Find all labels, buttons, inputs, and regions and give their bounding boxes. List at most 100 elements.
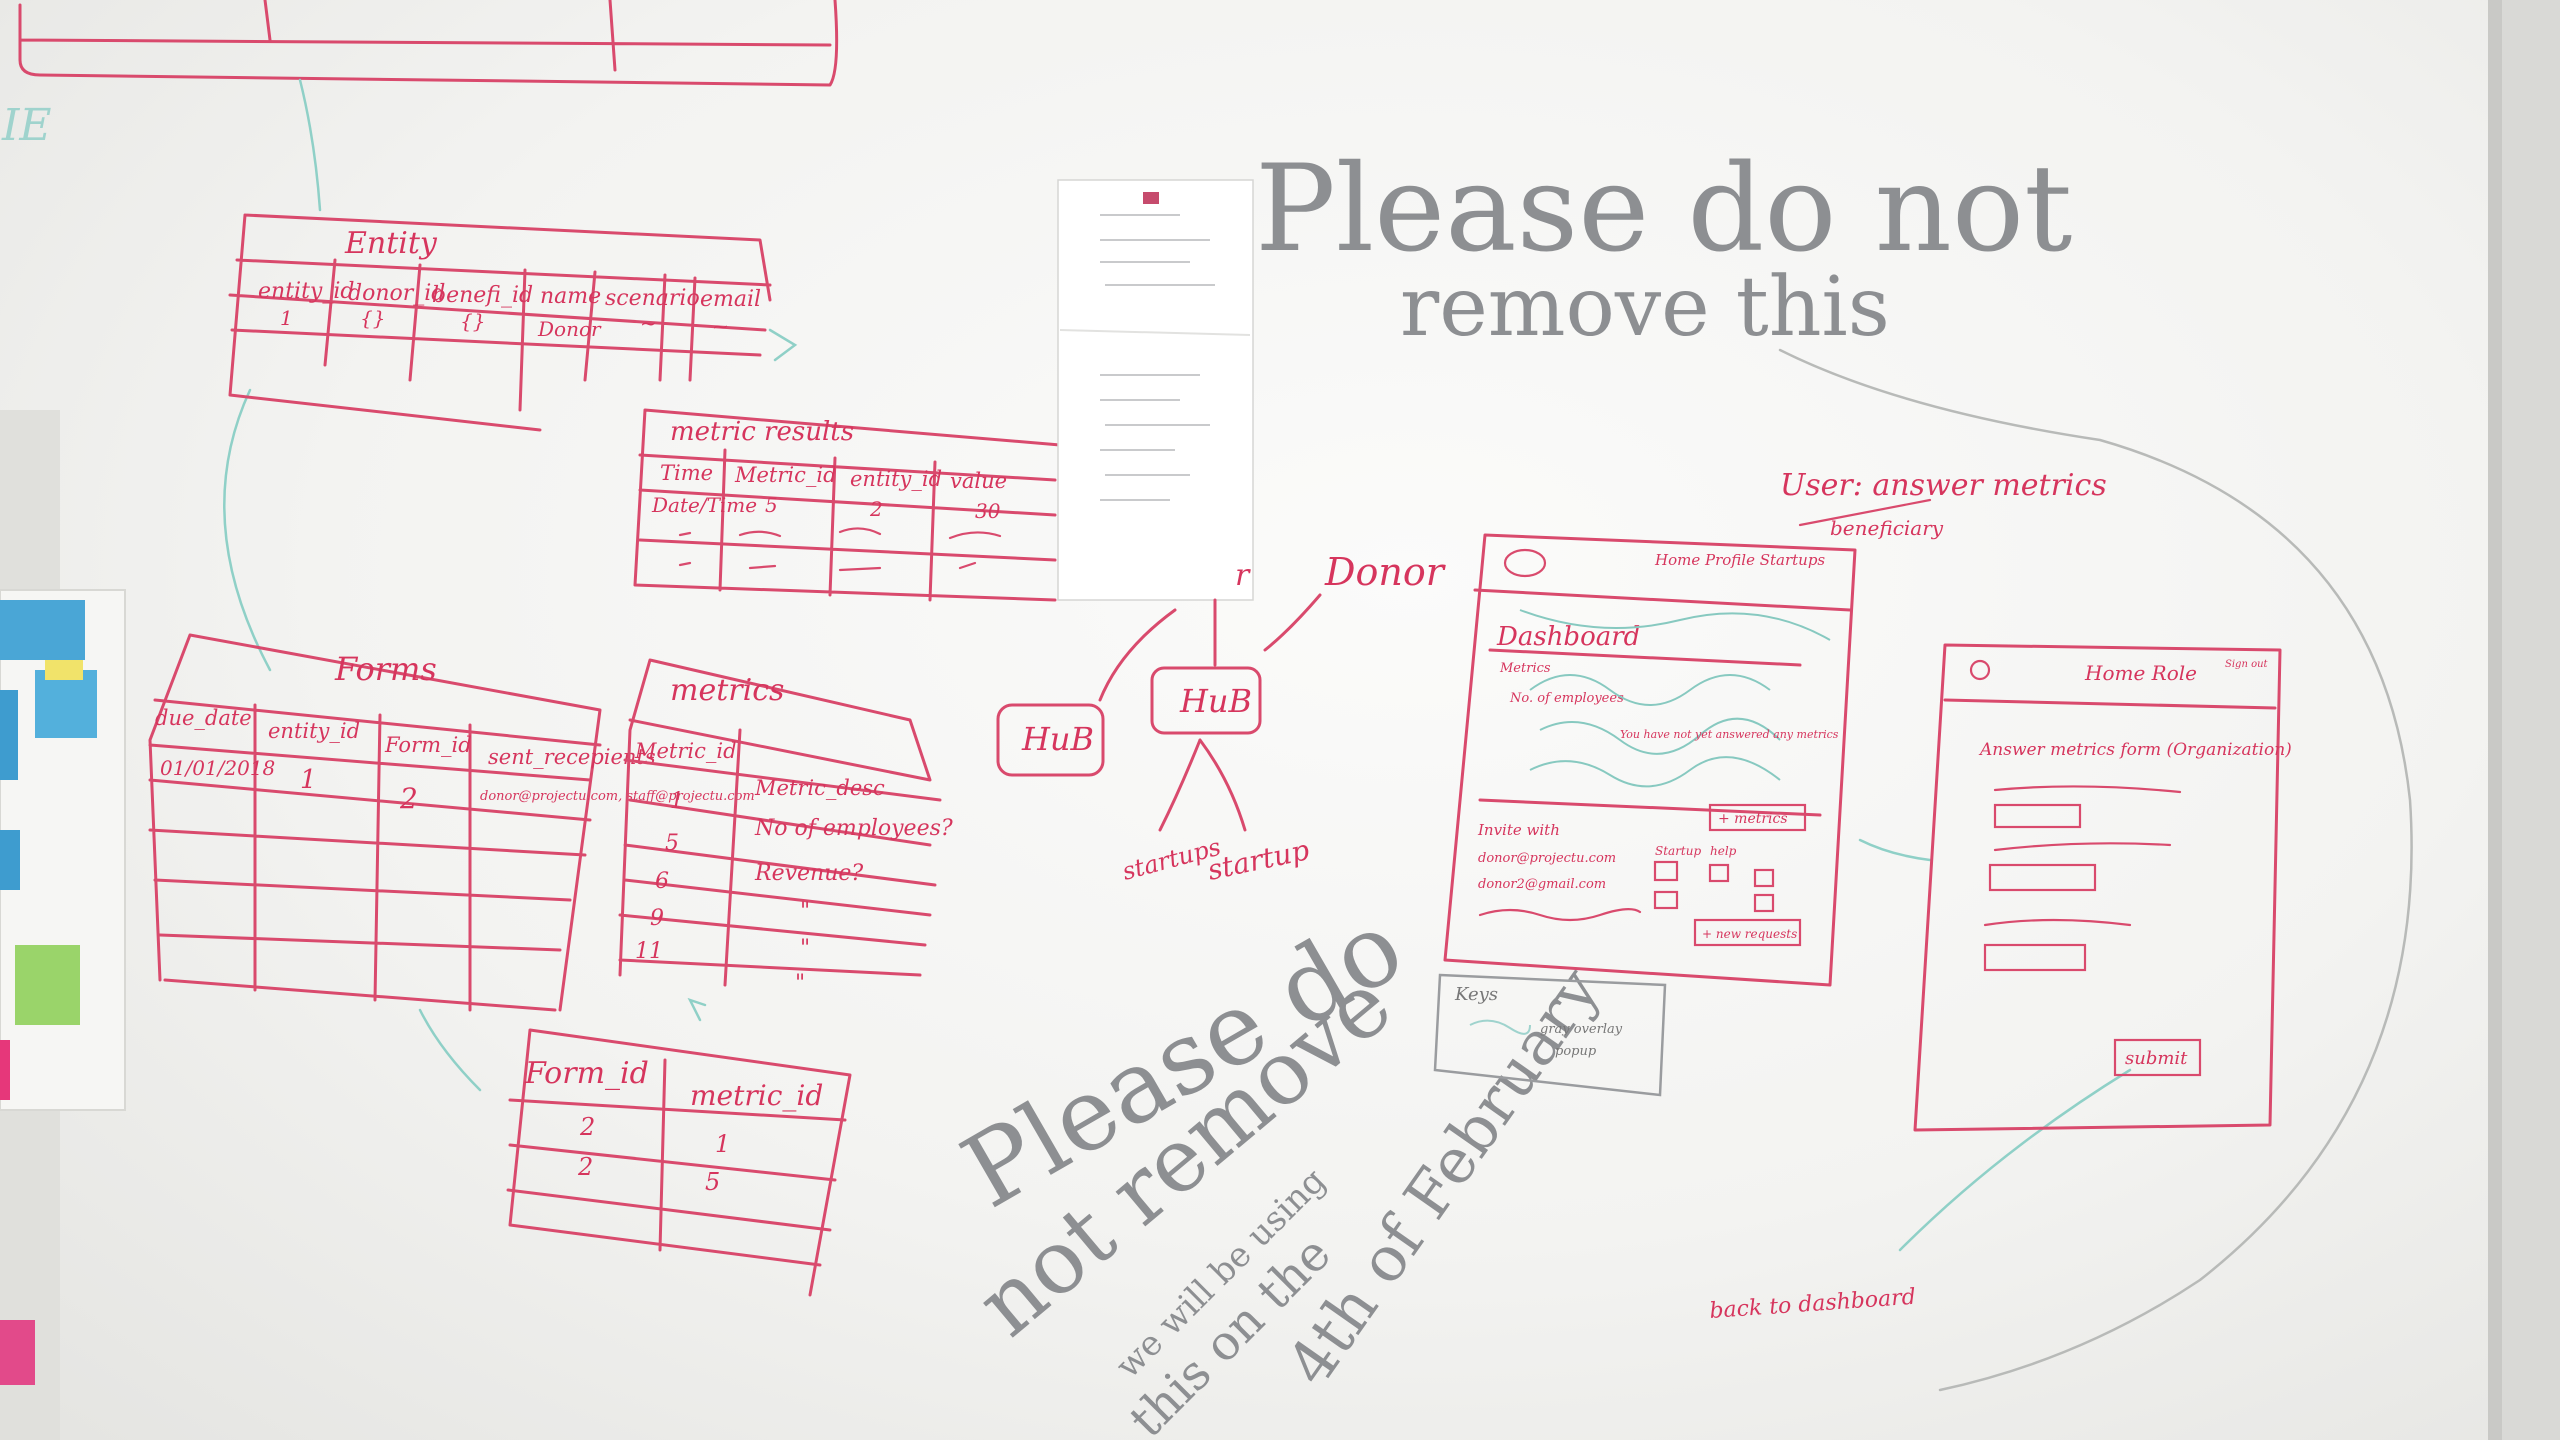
keys-item1: gray overlay — [1540, 1022, 1623, 1037]
entity-header-4: name — [540, 284, 601, 309]
dashboard-title: Dashboard — [1496, 622, 1640, 652]
forms-table-lines — [148, 633, 602, 1012]
user-caption-underline — [1798, 498, 1932, 527]
metric-results-cell-4: 30 — [975, 499, 1001, 523]
hub-lines — [1098, 593, 1322, 832]
metrics-row-1-desc: No of employees? — [754, 816, 953, 841]
dashboard-email-2: donor2@gmail.com — [1478, 877, 1606, 892]
entity-headers: entity_id donor_id benefi_id name scenar… — [258, 279, 761, 312]
answer-submit-btn — [2113, 1038, 2202, 1077]
entity-row-1: 1 {} {} Donor ~ ~ — [280, 306, 729, 341]
sticky-note-pink-2 — [0, 1320, 35, 1385]
sticky-note-blue-3 — [0, 690, 18, 780]
metric-results-header-1: Time — [660, 461, 713, 485]
answer-question-lines — [1983, 785, 2182, 927]
hub-partial-label: r — [1235, 558, 1251, 593]
dashboard-sketch: Home Profile Startups Dashboard Metrics … — [1443, 533, 1857, 987]
keys-item2: popup — [1555, 1044, 1597, 1059]
entity-header-2: donor_id — [348, 281, 445, 306]
forms-title: Forms — [334, 650, 437, 688]
forms-cell-3: 2 — [399, 782, 418, 815]
metrics-row-5-desc: " — [795, 971, 805, 996]
join-row-1-form: 2 — [579, 1113, 595, 1141]
metrics-header-1: Metric_id — [634, 739, 737, 763]
metric-results-headers: Time Metric_id entity_id value — [660, 461, 1007, 493]
connector-dashboard-answer — [1858, 838, 1932, 862]
sticky-note-blue-4 — [0, 830, 20, 890]
sticky-note-green — [15, 945, 80, 1025]
keys-swatch — [1469, 1019, 1531, 1035]
metrics-headers: Metric_id Metric_desc — [634, 739, 885, 800]
answer-submit-label: submit — [2125, 1048, 2188, 1069]
entity-header-6: email — [700, 287, 761, 312]
join-table-lines — [506, 1028, 852, 1297]
metrics-title: metrics — [670, 673, 784, 708]
dashboard-new-request-label: + new requests — [1702, 927, 1797, 941]
metric-results-squiggles — [678, 527, 1002, 572]
join-row-2-metric: 5 — [705, 1168, 720, 1196]
back-to-dashboard-label: back to dashboard — [1709, 1285, 1917, 1324]
metrics-table-lines — [618, 658, 942, 987]
dashboard-add-metrics-btn — [1708, 803, 1807, 832]
dashboard-invite-label: Invite with — [1477, 821, 1560, 839]
dashboard-metrics-label: Metrics — [1499, 661, 1551, 676]
metrics-header-2: Metric_desc — [754, 776, 885, 800]
dashboard-col1: Startup — [1655, 844, 1701, 858]
answer-input-1 — [1993, 803, 2082, 829]
entity-header-3: benefi_id — [432, 283, 533, 308]
answer-logo — [1969, 659, 1991, 681]
notice-top-line1: Please do not — [1255, 140, 2072, 279]
forms-header-1: due_date — [155, 706, 252, 730]
donor-label: Donor — [1324, 550, 1447, 594]
metric-results-lines — [633, 408, 1062, 602]
metric-results-row-1: Date/Time 5 2 30 — [651, 493, 1001, 523]
metrics-row-2-id: 5 — [665, 831, 679, 856]
dashboard-checkbox-1 — [1653, 860, 1679, 882]
metrics-rows: 1 No of employees? 5 Revenue? 6 " 9 " 11… — [635, 789, 953, 996]
forms-header-3: Form_id — [384, 733, 472, 757]
join-row-1-metric: 1 — [715, 1130, 730, 1158]
dashboard-frame — [1443, 533, 1857, 987]
answer-input-3 — [1983, 943, 2087, 972]
hub-left-label: HuB — [1021, 720, 1094, 758]
hub-center-label: HuB — [1179, 682, 1252, 720]
entity-title: Entity — [344, 226, 438, 261]
sticky-note-blue-1 — [0, 600, 85, 660]
forms-header-2: entity_id — [268, 719, 360, 743]
answer-title: Answer metrics form (Organization) — [1978, 740, 2292, 760]
startup-label: startup — [1205, 833, 1313, 887]
board-frame-right — [2500, 0, 2560, 1440]
dashboard-checkbox-2 — [1708, 863, 1730, 883]
dashboard-metric-item: No. of employees — [1509, 691, 1624, 706]
sticky-note-blue-2 — [35, 670, 97, 738]
metrics-row-1-id: 1 — [670, 789, 684, 814]
metrics-row-4-id: 9 — [650, 906, 664, 931]
metric-results-cell-1: Date/Time — [651, 493, 757, 517]
answer-nav: Home Role — [2084, 661, 2197, 685]
entity-cell-6: ~ — [712, 314, 729, 338]
entity-header-1: entity_id — [258, 279, 354, 304]
metric-results-header-4: value — [950, 469, 1007, 493]
paper-sheet-logo — [1143, 192, 1159, 204]
connector-left-curve — [223, 388, 272, 672]
sticky-note-yellow — [45, 660, 83, 680]
dashboard-checkbox-4 — [1653, 890, 1679, 910]
dashboard-logo — [1503, 548, 1547, 578]
forms-cell-1: 01/01/2018 — [160, 756, 275, 780]
entity-table-lines — [228, 213, 772, 432]
dashboard-checkbox-5 — [1753, 893, 1775, 913]
answer-input-2 — [1988, 863, 2097, 892]
answer-sketch: Home Role Sign out Answer metrics form (… — [1913, 643, 2292, 1132]
entity-cell-1: 1 — [280, 306, 293, 330]
join-rows: 2 1 2 5 — [577, 1113, 730, 1196]
keys-box: Keys gray overlay popup — [1433, 973, 1667, 1097]
forms-row-1: 01/01/2018 1 2 donor@projectu.com, staff… — [160, 756, 755, 815]
dashboard-checkbox-3 — [1753, 868, 1775, 888]
answer-frame — [1913, 643, 2282, 1132]
metrics-row-2-desc: Revenue? — [754, 861, 863, 886]
metrics-row-3-desc: " — [800, 899, 810, 924]
dashboard-col2: help — [1710, 844, 1737, 858]
connector-forms-metric — [418, 1008, 482, 1092]
notice-bottom: Please do not remove we will be using th… — [944, 887, 1615, 1440]
big-gray-loop — [1778, 348, 2413, 1392]
